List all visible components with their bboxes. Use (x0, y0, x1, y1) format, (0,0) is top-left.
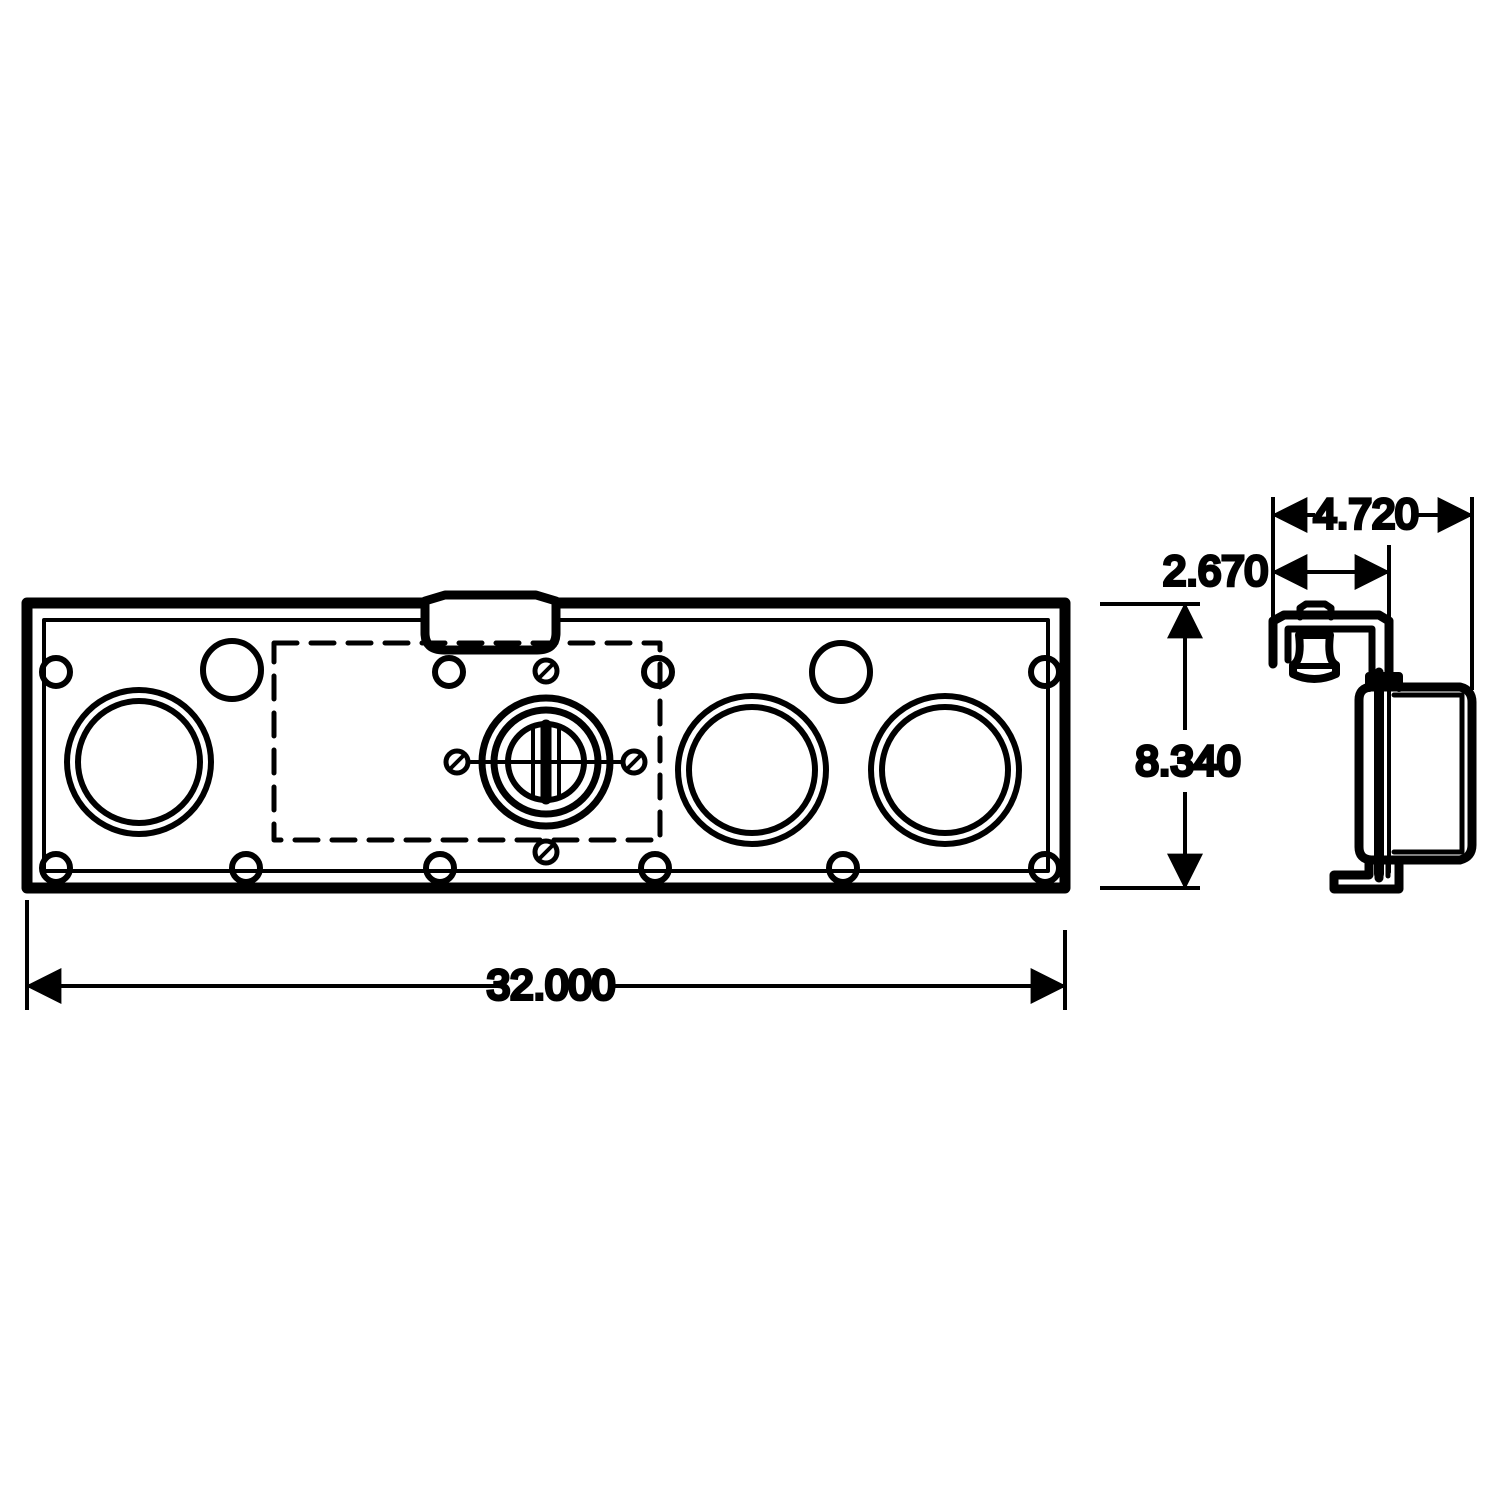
clip-top-nub (1296, 600, 1335, 621)
side-view (1268, 600, 1477, 894)
knockout-left-outer-ring (64, 687, 214, 837)
dimension-clip-depth: 2.670 (1161, 545, 1391, 620)
dimension-side-depth: 4.720 (1271, 488, 1474, 690)
mounting-hole-top-3 (641, 655, 675, 689)
mounting-hole-top-2 (432, 655, 466, 689)
mounting-hole-bottom-4 (638, 851, 672, 885)
knockout-right-outer-ring (868, 693, 1022, 847)
clip-outer-bracket (1268, 610, 1394, 693)
knockout-left-inner-ring (75, 698, 203, 826)
mounting-hole-bottom-6 (1028, 851, 1062, 885)
mounting-holes-bottom-row (39, 851, 1062, 885)
side-bottom-return-flange (1329, 855, 1404, 894)
mounting-hole-top-4 (1028, 655, 1062, 689)
hidden-outline-dashed-rect (271, 640, 663, 843)
small-hole-right (809, 640, 873, 704)
center-hub (469, 694, 623, 830)
knockout-mid-right-outer-ring (675, 693, 829, 847)
clip-bulb-detail (1289, 631, 1340, 683)
hub-fastener-marks (443, 657, 648, 866)
mounting-holes-top-row (39, 655, 1062, 689)
knockout-mid-right-inner-ring (686, 704, 818, 836)
mounting-hole-bottom-1 (39, 851, 73, 885)
clip-inner-bracket (1284, 625, 1376, 690)
hanger-clip (1268, 600, 1394, 693)
knockout-left (64, 687, 214, 837)
tab-body (420, 602, 561, 655)
side-wall-top-nub (1365, 672, 1403, 692)
dimension-value-clip-depth: 2.670 (1163, 547, 1268, 594)
small-hole-left (200, 638, 264, 702)
side-body-profile (1329, 667, 1477, 894)
front-view (21, 590, 1071, 894)
dimension-annotations: 32.000 8.340 4.720 2.670 (25, 488, 1474, 1010)
fastener-mark-bottom (532, 838, 560, 866)
knockout-right-inner-ring (879, 704, 1011, 836)
knockout-right (868, 693, 1022, 847)
dimension-overall-height: 8.340 (1100, 602, 1243, 890)
mounting-hole-bottom-2 (229, 851, 263, 885)
side-body-inner-offset (1391, 692, 1465, 855)
mounting-hole-bottom-3 (423, 851, 457, 885)
mounting-hole-bottom-5 (826, 851, 860, 885)
fastener-mark-right (620, 748, 648, 776)
dimension-value-overall-height: 8.340 (1135, 737, 1240, 784)
top-center-tab (420, 590, 561, 655)
mounting-hole-top-1 (39, 655, 73, 689)
dimension-value-overall-length: 32.000 (487, 961, 615, 1008)
fastener-mark-top (532, 657, 560, 685)
dimension-value-side-depth: 4.720 (1313, 490, 1418, 537)
knockout-mid-right (675, 693, 829, 847)
fastener-mark-left (443, 748, 471, 776)
dimension-overall-length: 32.000 (25, 900, 1067, 1010)
